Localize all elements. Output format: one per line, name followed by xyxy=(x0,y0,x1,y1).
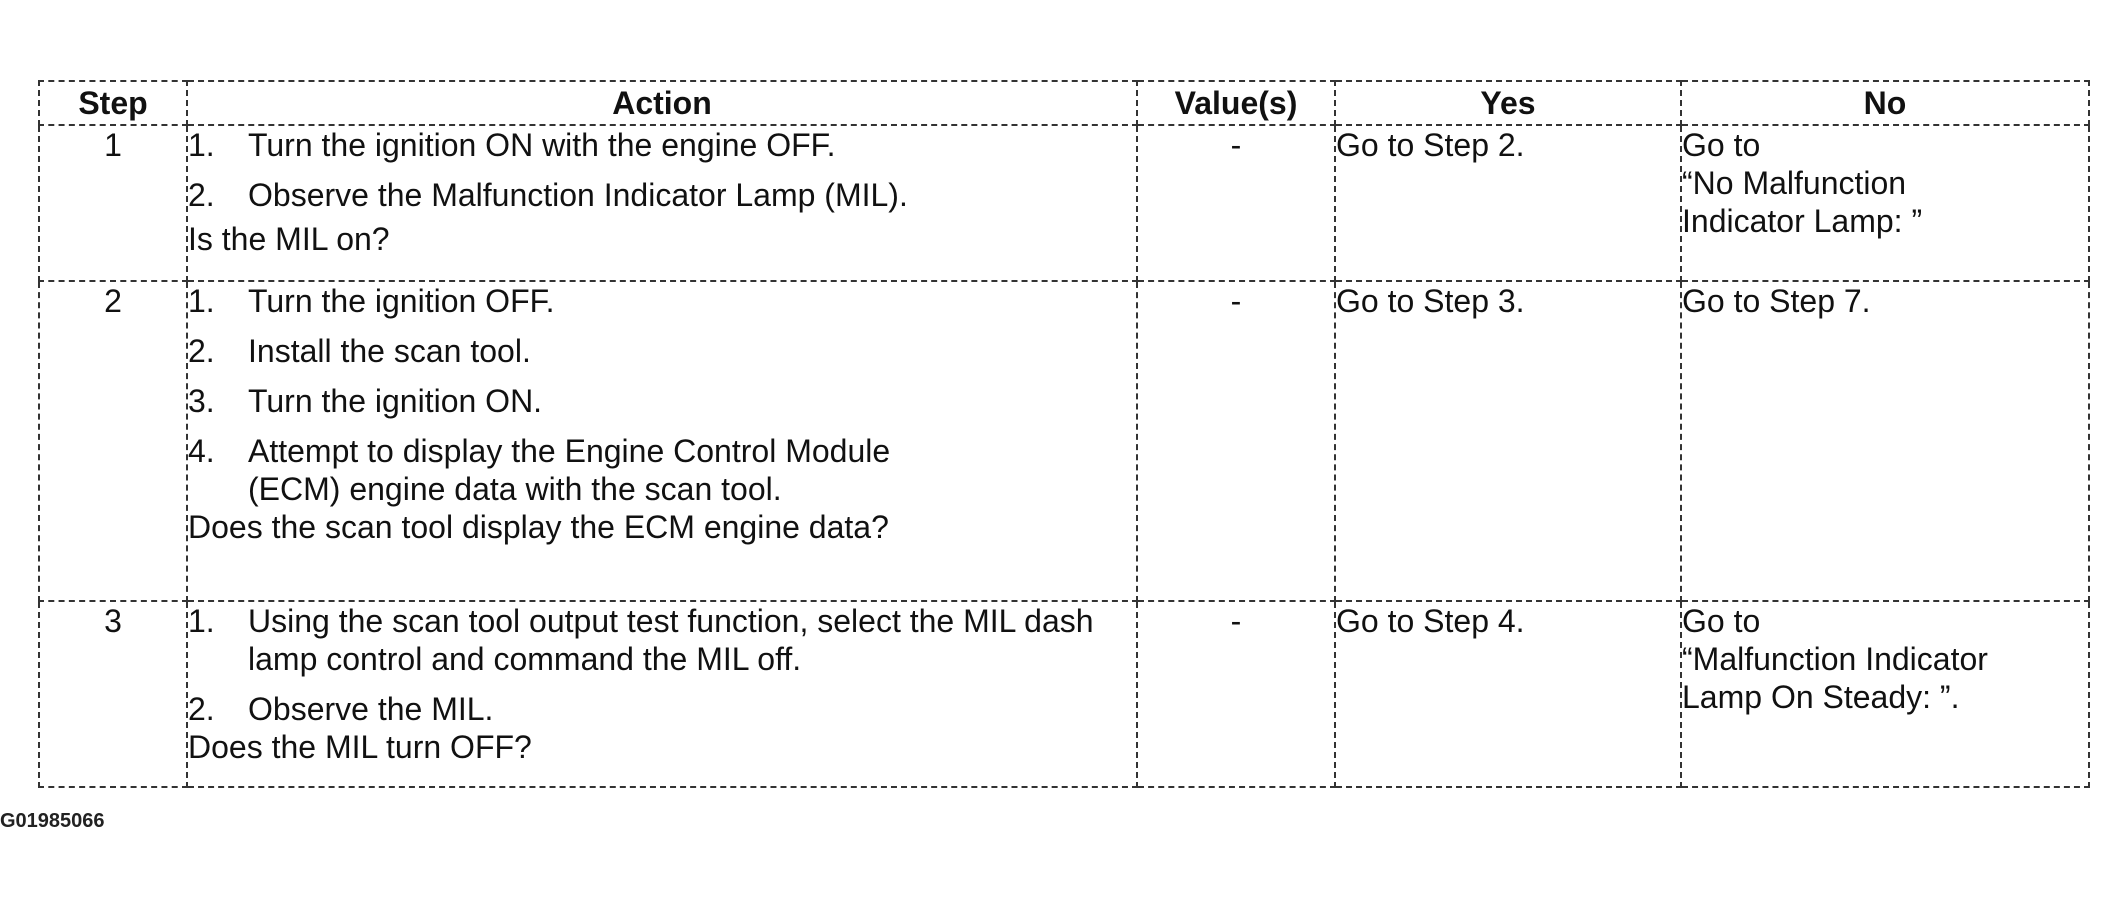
action-text: Observe the Malfunction Indicator Lamp (… xyxy=(248,177,908,213)
no-cell: Go to “Malfunction Indicator Lamp On Ste… xyxy=(1680,600,2090,788)
table-row: 2 1. Turn the ignition OFF. 2. Install t… xyxy=(38,280,2090,602)
action-cell: 1. Turn the ignition ON with the engine … xyxy=(186,124,1138,282)
action-item: 2. Observe the Malfunction Indicator Lam… xyxy=(188,176,1136,214)
action-item: 2. Install the scan tool. xyxy=(188,332,1136,370)
value-cell: - xyxy=(1136,280,1336,602)
action-text: Observe the MIL. xyxy=(248,691,494,727)
step-number: 2 xyxy=(38,280,188,602)
action-question: Does the scan tool display the ECM engin… xyxy=(188,509,889,545)
no-line: Lamp On Steady: ”. xyxy=(1682,679,1960,715)
step-number: 3 xyxy=(38,600,188,788)
action-item: 2. Observe the MIL. xyxy=(188,690,1136,728)
header-yes: Yes xyxy=(1334,80,1682,126)
header-values: Value(s) xyxy=(1136,80,1336,126)
table-row: 3 1. Using the scan tool output test fun… xyxy=(38,600,2090,788)
action-item: 4. Attempt to display the Engine Control… xyxy=(188,432,1136,508)
action-number: 1. xyxy=(188,127,215,163)
no-line: “Malfunction Indicator xyxy=(1682,641,1988,677)
action-item: 3. Turn the ignition ON. xyxy=(188,382,1136,420)
no-line: Go to xyxy=(1682,127,1761,163)
no-cell: Go to “No Malfunction Indicator Lamp: ” xyxy=(1680,124,2090,282)
action-question: Is the MIL on? xyxy=(188,221,390,257)
action-cell: 1. Using the scan tool output test funct… xyxy=(186,600,1138,788)
figure-id: G01985066 xyxy=(0,810,105,832)
action-text: Attempt to display the Engine Control Mo… xyxy=(248,433,891,507)
header-action: Action xyxy=(186,80,1138,126)
action-text: Turn the ignition OFF. xyxy=(248,283,555,319)
action-item: 1. Turn the ignition ON with the engine … xyxy=(188,126,1136,164)
action-question: Does the MIL turn OFF? xyxy=(188,729,532,765)
action-text: Turn the ignition ON with the engine OFF… xyxy=(248,127,836,163)
no-line: Indicator Lamp: ” xyxy=(1682,203,1923,239)
value-cell: - xyxy=(1136,124,1336,282)
yes-cell: Go to Step 4. xyxy=(1334,600,1682,788)
header-no: No xyxy=(1680,80,2090,126)
action-item: 1. Using the scan tool output test funct… xyxy=(188,602,1136,678)
no-cell: Go to Step 7. xyxy=(1680,280,2090,602)
yes-cell: Go to Step 3. xyxy=(1334,280,1682,602)
table-row: 1 1. Turn the ignition ON with the engin… xyxy=(38,124,2090,282)
action-cell: 1. Turn the ignition OFF. 2. Install the… xyxy=(186,280,1138,602)
action-text: Using the scan tool output test function… xyxy=(248,603,1094,677)
action-text: Install the scan tool. xyxy=(248,333,531,369)
value-cell: - xyxy=(1136,600,1336,788)
header-row: Step Action Value(s) Yes No xyxy=(38,80,2090,126)
no-line: Go to xyxy=(1682,603,1761,639)
step-number: 1 xyxy=(38,124,188,282)
header-step: Step xyxy=(38,80,188,126)
action-text: Turn the ignition ON. xyxy=(248,383,543,419)
action-number: 2. xyxy=(188,177,215,213)
action-number: 3. xyxy=(188,383,215,419)
yes-cell: Go to Step 2. xyxy=(1334,124,1682,282)
no-line: Go to Step 7. xyxy=(1682,283,1871,319)
no-line: “No Malfunction xyxy=(1682,165,1907,201)
action-number: 1. xyxy=(188,603,215,639)
action-number: 1. xyxy=(188,283,215,319)
action-number: 4. xyxy=(188,433,215,469)
action-item: 1. Turn the ignition OFF. xyxy=(188,282,1136,320)
action-number: 2. xyxy=(188,333,215,369)
action-number: 2. xyxy=(188,691,215,727)
diagnostic-table: Step Action Value(s) Yes No 1 1. Turn th… xyxy=(38,80,2090,788)
